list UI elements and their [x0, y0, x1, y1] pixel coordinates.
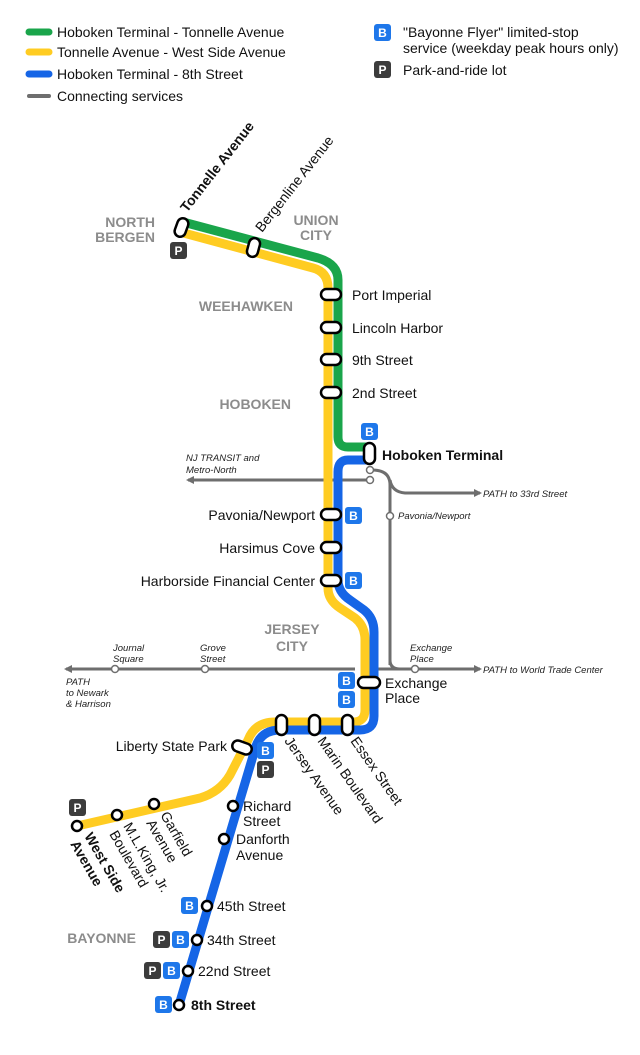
svg-text:P: P: [148, 964, 156, 978]
svg-text:P: P: [157, 933, 165, 947]
grove-street-label-1: Grove: [200, 643, 226, 654]
svg-text:B: B: [159, 998, 168, 1012]
badge-p-tonnelle-icon: P: [170, 242, 187, 259]
path-pavonia-label: Pavonia/Newport: [398, 511, 471, 522]
journal-square-label-1: Journal: [112, 643, 145, 654]
yellow-line: [76, 227, 370, 831]
station-lincoln-harbor: Lincoln Harbor: [352, 320, 443, 336]
station-22nd-street: 22nd Street: [198, 963, 270, 979]
badge-b-34th-icon: B: [172, 931, 189, 948]
badge-b-pavonia-icon: B: [345, 507, 362, 524]
badge-b-45th-icon: B: [181, 897, 198, 914]
svg-text:B: B: [378, 26, 387, 40]
exchange-place-path-label-1: Exchange: [410, 643, 452, 654]
station-richard-street-1: Richard: [243, 798, 291, 814]
grove-street-label-2: Street: [200, 654, 226, 665]
svg-text:B: B: [342, 693, 351, 707]
circle-stops: [70, 797, 240, 1012]
station-markers: [173, 216, 382, 756]
badge-p-liberty-icon: P: [257, 761, 274, 778]
badge-p-34th-icon: P: [153, 931, 170, 948]
connecting-services: [64, 468, 482, 673]
legend: Hoboken Terminal - Tonnelle Avenue Tonne…: [25, 24, 619, 104]
svg-text:P: P: [261, 763, 269, 777]
path-newark-label-3: & Harrison: [66, 699, 111, 710]
station-exchange-place-1: Exchange: [385, 675, 447, 691]
area-weehawken: WEEHAWKEN: [199, 298, 293, 314]
legend-green-label: Hoboken Terminal - Tonnelle Avenue: [57, 24, 284, 40]
station-9th-street: 9th Street: [352, 352, 413, 368]
park-ride-badges: P P P P P: [69, 242, 274, 979]
path-33rd-label: PATH to 33rd Street: [483, 489, 567, 500]
legend-bayonne-flyer-icon: B: [374, 24, 391, 41]
svg-text:B: B: [349, 509, 358, 523]
station-exchange-place-2: Place: [385, 690, 420, 706]
legend-park-ride-label: Park-and-ride lot: [403, 62, 507, 78]
svg-text:B: B: [365, 425, 374, 439]
station-tonnelle: Tonnelle Avenue: [177, 118, 257, 215]
area-jersey-city-1: JERSEY: [264, 621, 320, 637]
svg-text:B: B: [185, 899, 194, 913]
station-danforth-avenue-2: Avenue: [236, 847, 283, 863]
station-danforth-avenue-1: Danforth: [236, 831, 290, 847]
badge-b-liberty-icon: B: [257, 742, 274, 759]
svg-text:B: B: [349, 574, 358, 588]
area-north-bergen-2: BERGEN: [95, 229, 155, 245]
area-hoboken: HOBOKEN: [219, 396, 291, 412]
svg-text:P: P: [73, 801, 81, 815]
legend-blue-label: Hoboken Terminal - 8th Street: [57, 66, 243, 82]
path-newark-label-1: PATH: [66, 677, 90, 688]
badge-p-westside-icon: P: [69, 799, 86, 816]
nj-transit-label-2: Metro-North: [186, 465, 237, 476]
badge-b-8th-icon: B: [155, 996, 172, 1013]
path-junction: [388, 659, 401, 671]
svg-text:P: P: [378, 63, 386, 77]
path-stations: [110, 465, 420, 674]
connection-labels: NJ TRANSIT and Metro-North PATH to 33rd …: [66, 453, 604, 710]
legend-gray-label: Connecting services: [57, 88, 183, 104]
area-jersey-city-2: CITY: [276, 638, 309, 654]
legend-yellow-label: Tonnelle Avenue - West Side Avenue: [57, 44, 286, 60]
badge-b-hoboken-icon: B: [361, 423, 378, 440]
svg-text:B: B: [261, 744, 270, 758]
station-richard-street-2: Street: [243, 813, 280, 829]
station-8th-street: 8th Street: [191, 997, 256, 1013]
legend-bayonne-flyer-line1: "Bayonne Flyer" limited-stop: [403, 24, 579, 40]
area-labels: NORTH BERGEN UNION CITY WEEHAWKEN HOBOKE…: [67, 212, 338, 946]
svg-text:B: B: [167, 964, 176, 978]
bayonne-flyer-badges: B B B B B B B B B B: [155, 423, 378, 1013]
legend-bayonne-flyer-line2: service (weekday peak hours only): [403, 40, 619, 56]
path-newark-label-2: to Newark: [66, 688, 110, 699]
area-north-bergen-1: NORTH: [105, 214, 155, 230]
journal-square-label-2: Square: [113, 654, 144, 665]
station-2nd-street: 2nd Street: [352, 385, 417, 401]
station-port-imperial: Port Imperial: [352, 287, 431, 303]
badge-b-exchange-icon: B: [338, 672, 355, 689]
badge-b-harborside-icon: B: [345, 572, 362, 589]
svg-text:B: B: [176, 933, 185, 947]
nj-transit-label-1: NJ TRANSIT and: [186, 453, 260, 464]
legend-park-ride-icon: P: [374, 61, 391, 78]
path-33rd-branch: [388, 479, 482, 497]
area-union-city-1: UNION: [293, 212, 338, 228]
path-wtc-label: PATH to World Trade Center: [483, 665, 604, 676]
station-liberty-state-park: Liberty State Park: [116, 738, 228, 754]
station-hoboken-terminal: Hoboken Terminal: [382, 447, 503, 463]
svg-text:P: P: [174, 244, 182, 258]
station-pavonia-newport: Pavonia/Newport: [208, 507, 315, 523]
badge-p-22nd-icon: P: [144, 962, 161, 979]
badge-b-essex-icon: B: [338, 691, 355, 708]
exchange-place-path-label-2: Place: [410, 654, 434, 665]
station-34th-street: 34th Street: [207, 932, 276, 948]
badge-b-22nd-icon: B: [163, 962, 180, 979]
station-harsimus-cove: Harsimus Cove: [219, 540, 315, 556]
station-harborside: Harborside Financial Center: [141, 573, 316, 589]
area-union-city-2: CITY: [300, 227, 333, 243]
svg-text:B: B: [342, 674, 351, 688]
area-bayonne: BAYONNE: [67, 930, 136, 946]
station-45th-street: 45th Street: [217, 898, 286, 914]
